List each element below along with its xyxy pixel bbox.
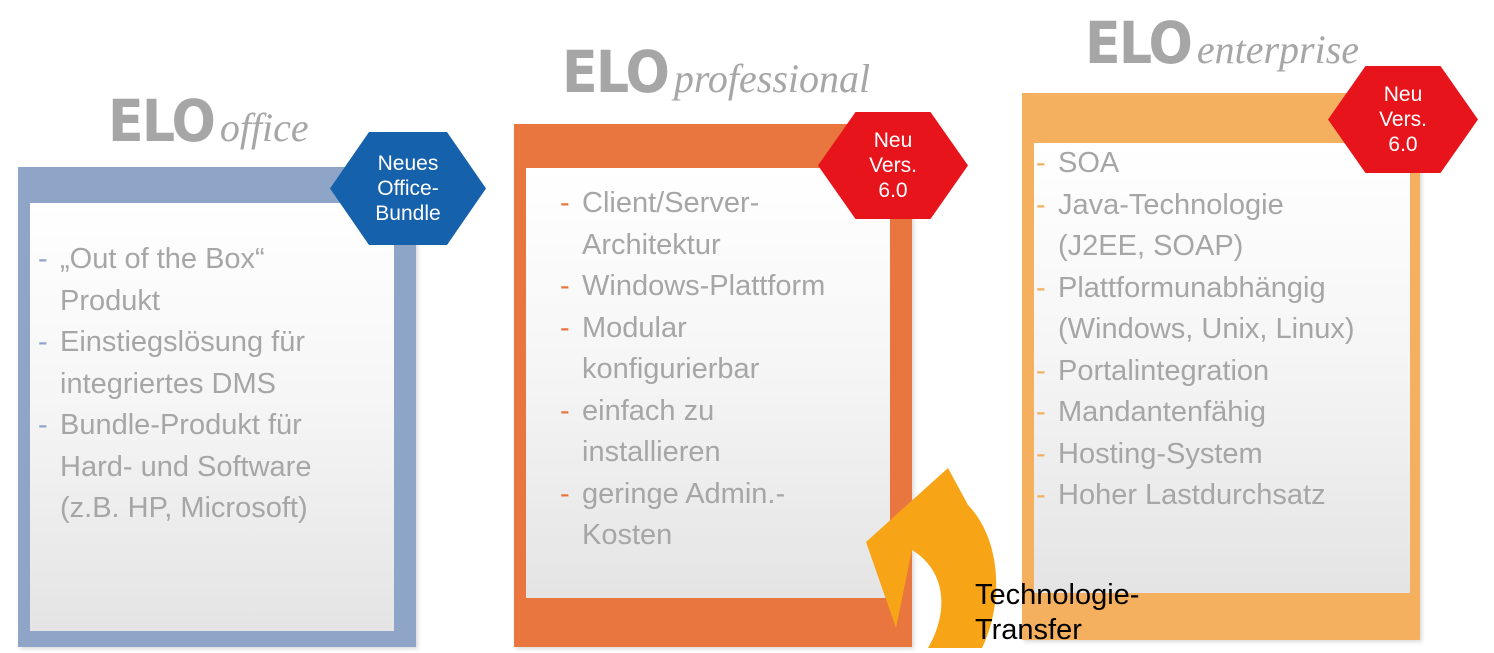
bullet-dash: - [560,311,570,344]
bullet-item: -einfach zu installieren [560,391,890,474]
elo-office-bullets: -„Out of the Box“ Produkt -Einstiegslösu… [38,239,394,530]
elo-professional-logo-suffix: professional [673,56,871,101]
bullet-text: Hoher Lastdurchsatz [1058,479,1326,511]
elo-professional-bullets: -Client/Server- Architektur -Windows-Pla… [560,183,890,557]
bullet-dash: - [560,394,570,427]
bullet-text: SOA [1058,147,1120,179]
bullet-item: -„Out of the Box“ Produkt [38,239,394,322]
bullet-text: Bundle-Produkt für Hard- und Software (z… [60,409,312,524]
office-bundle-badge-text: Neues Office- Bundle [375,152,441,225]
bullet-text: Plattformunabhängig (Windows, Unix, Linu… [1058,271,1355,346]
bullet-dash: - [38,243,48,275]
elo-enterprise-logo-suffix: enterprise [1196,27,1360,72]
bullet-item: -Hoher Lastdurchsatz [1036,475,1410,517]
bullet-dash: - [1036,479,1046,511]
elo-professional-panel: -Client/Server- Architektur -Windows-Pla… [514,124,912,647]
bullet-text: Client/Server- Architektur [582,187,760,261]
elo-enterprise-logo-main: ELO [1085,9,1193,77]
bullet-dash: - [38,409,48,441]
elo-enterprise-bullets: -SOA -Java-Technologie (J2EE, SOAP) -Pla… [1036,143,1410,517]
bullet-dash: - [1036,271,1046,304]
bullet-item: -Portalintegration [1036,351,1410,393]
bullet-text: Einstiegslösung für integriertes DMS [60,326,306,400]
bullet-text: Portalintegration [1058,354,1270,387]
bullet-dash: - [1036,396,1046,428]
elo-professional-panel-inner: -Client/Server- Architektur -Windows-Pla… [526,168,890,598]
bullet-item: -Einstiegslösung für integriertes DMS [38,322,394,405]
bullet-text: geringe Admin.- Kosten [582,477,786,552]
bullet-text: Modular konfigurierbar [582,311,760,386]
bullet-dash: - [1036,354,1046,387]
bullet-text: Java-Technologie (J2EE, SOAP) [1058,188,1284,263]
technology-transfer-label: Technologie- Transfer [975,579,1140,646]
elo-enterprise-panel: -SOA -Java-Technologie (J2EE, SOAP) -Pla… [1022,93,1420,640]
professional-version-badge-text: Neu Vers. 6.0 [869,129,917,202]
bullet-item: -Windows-Plattform [560,266,890,308]
bullet-dash: - [38,326,48,358]
bullet-item: -Bundle-Produkt für Hard- und Software (… [38,405,394,530]
bullet-dash: - [1036,188,1046,221]
bullet-text: Windows-Plattform [582,270,826,302]
bullet-item: -Plattformunabhängig (Windows, Unix, Lin… [1036,268,1410,351]
bullet-dash: - [560,270,570,302]
bullet-item: -geringe Admin.- Kosten [560,474,890,557]
enterprise-version-badge-text: Neu Vers. 6.0 [1379,83,1427,156]
elo-enterprise-panel-inner: -SOA -Java-Technologie (J2EE, SOAP) -Pla… [1034,143,1410,593]
bullet-item: -Mandantenfähig [1036,392,1410,434]
bullet-item: -Java-Technologie (J2EE, SOAP) [1036,185,1410,268]
bullet-dash: - [1036,147,1046,179]
bullet-item: -SOA [1036,143,1410,185]
bullet-text: Mandantenfähig [1058,396,1266,428]
bullet-item: -Hosting-System [1036,434,1410,476]
bullet-dash: - [1036,437,1046,470]
bullet-dash: - [560,477,570,510]
elo-office-panel: -„Out of the Box“ Produkt -Einstiegslösu… [18,167,416,647]
elo-professional-logo-main: ELO [562,38,670,106]
elo-office-logo-main: ELO [108,87,216,155]
bullet-text: einfach zu installieren [582,394,721,469]
bullet-text: Hosting-System [1058,437,1263,470]
bullet-text: „Out of the Box“ Produkt [60,243,265,317]
bullet-item: -Modular konfigurierbar [560,308,890,391]
elo-office-logo-suffix: office [219,105,309,150]
bullet-dash: - [560,187,570,219]
bullet-item: -Client/Server- Architektur [560,183,890,266]
elo-office-panel-inner: -„Out of the Box“ Produkt -Einstiegslösu… [30,203,394,631]
